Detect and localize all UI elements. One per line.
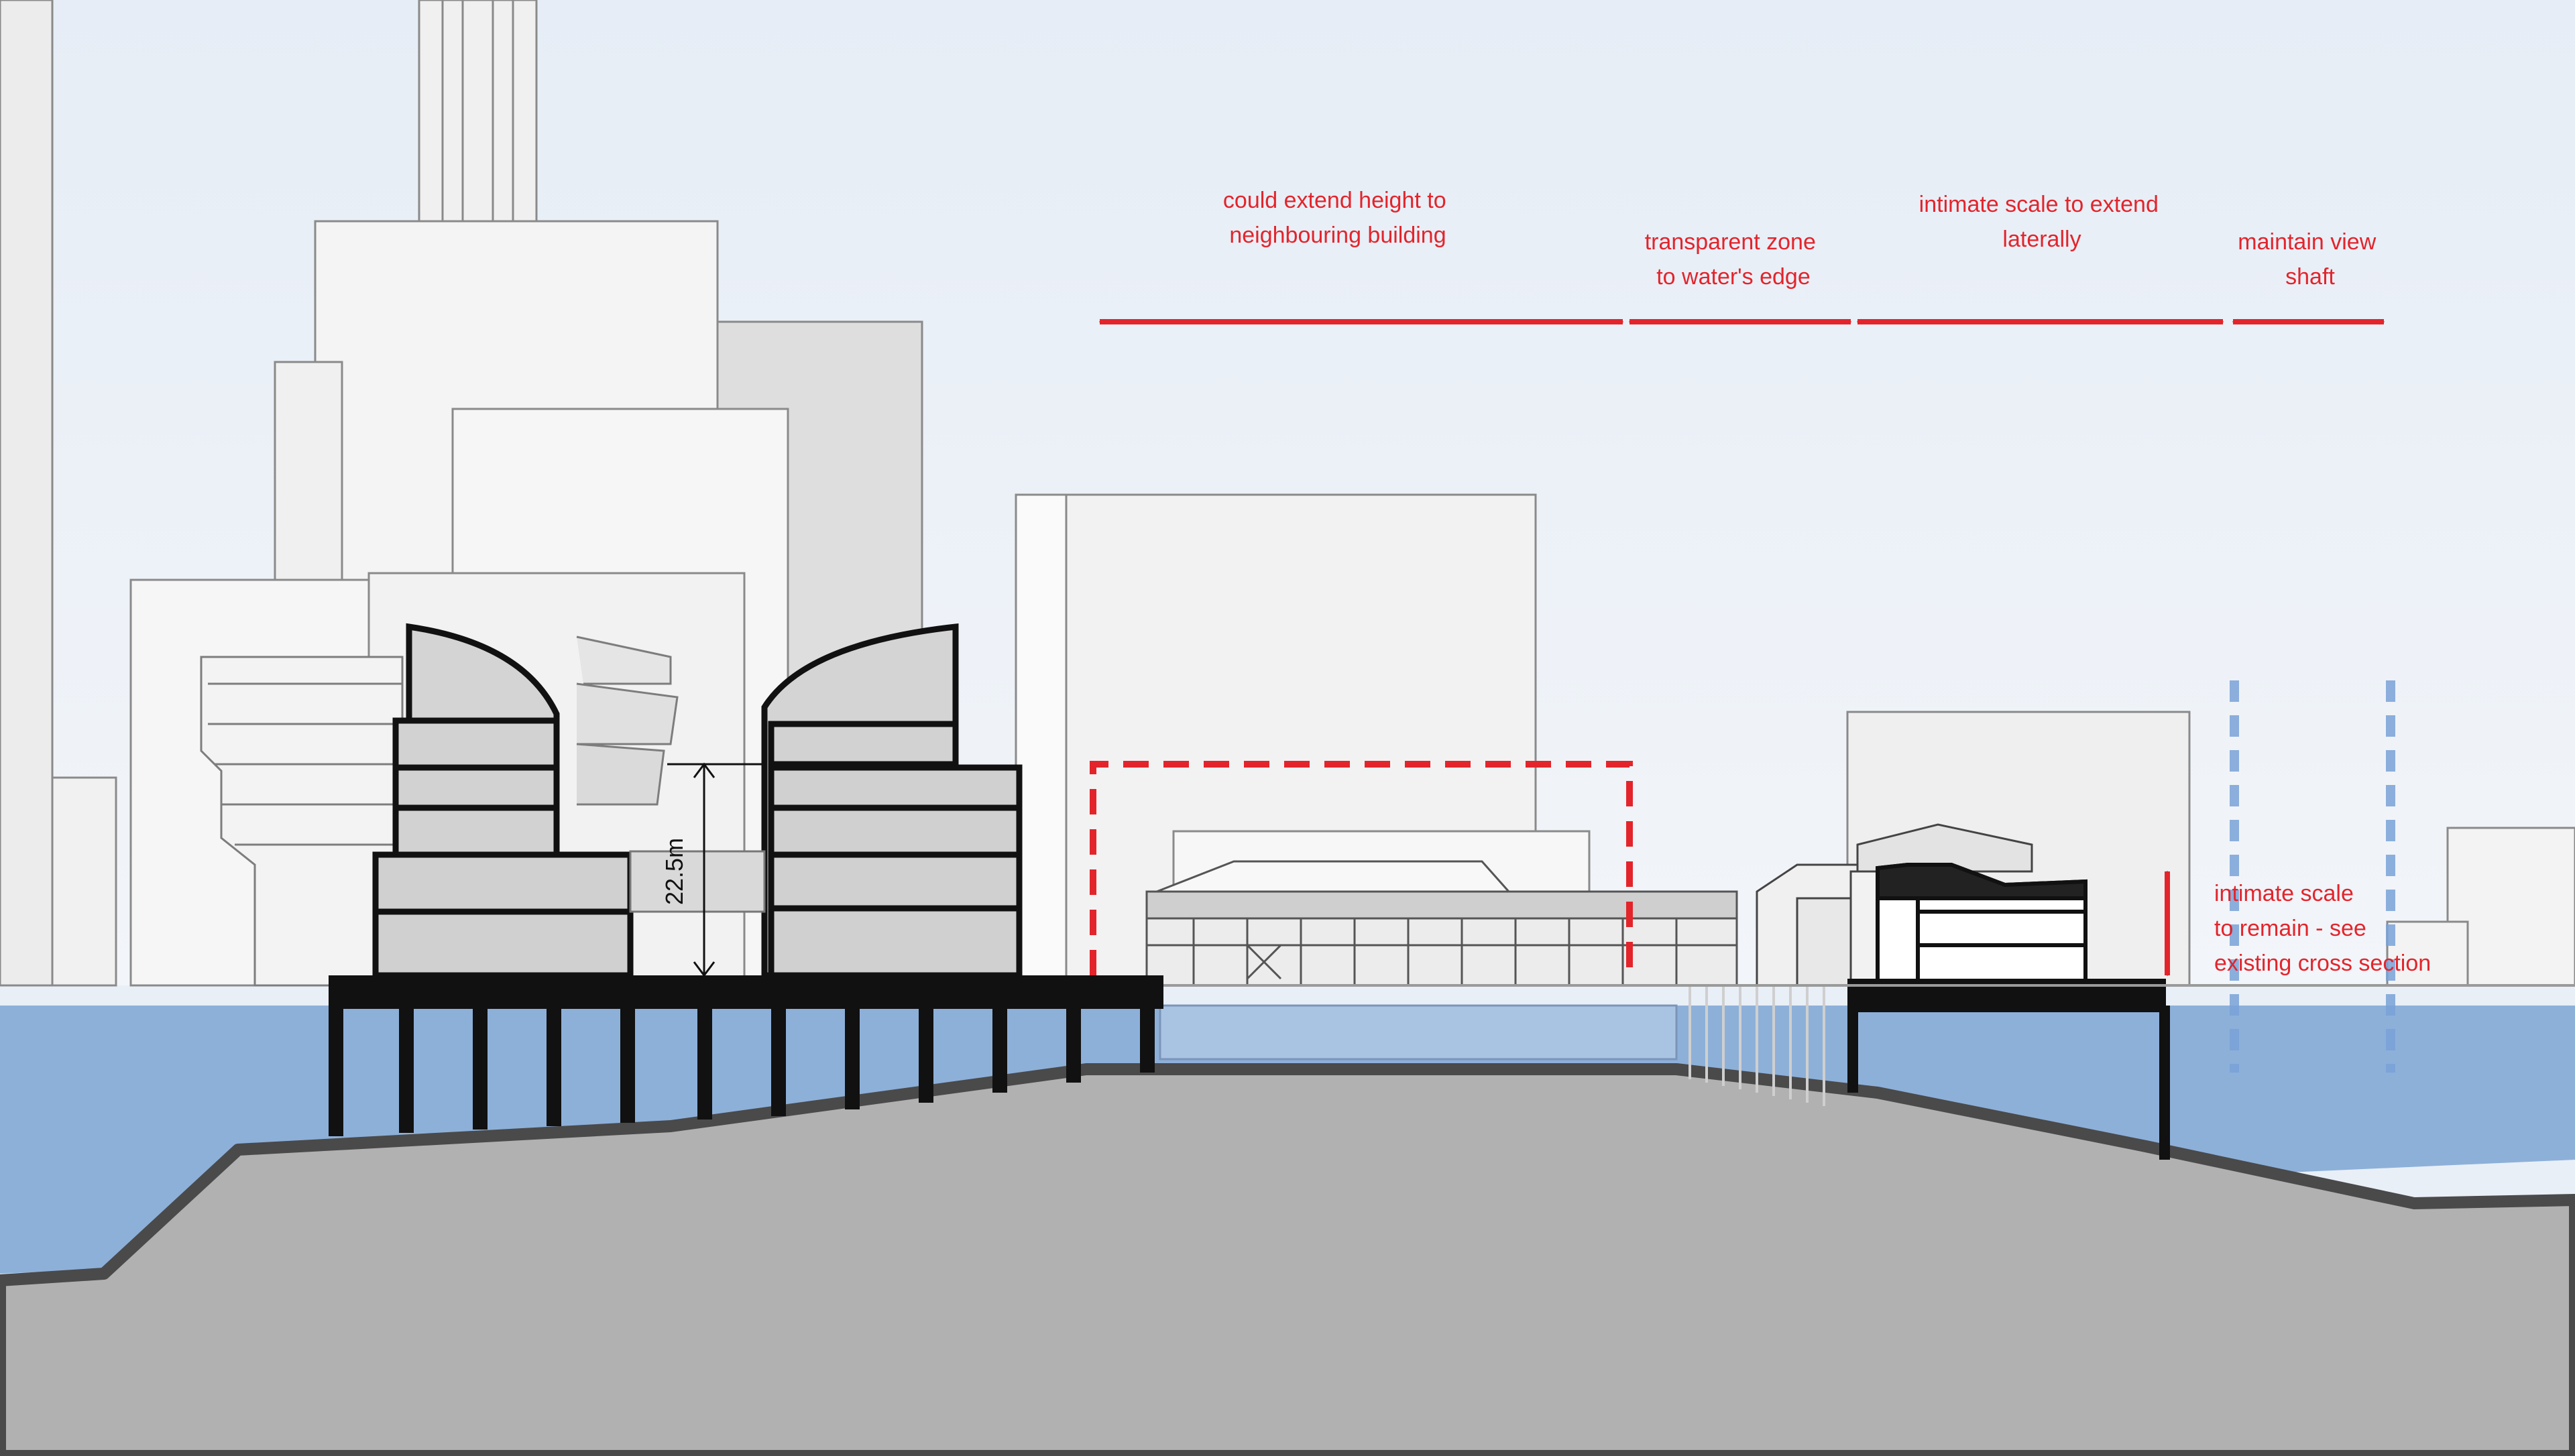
zone-arrows bbox=[1100, 322, 2384, 975]
annotation-intimate-lateral: intimate scale to extend laterally bbox=[1919, 192, 2165, 252]
potential-height-envelope bbox=[1090, 761, 1633, 975]
terminal-pavilion bbox=[1145, 860, 1738, 987]
water-under-terminal bbox=[1159, 1004, 1678, 1060]
curved-tower-left bbox=[372, 623, 634, 979]
annotation-transparent-zone: transparent zone to water's edge bbox=[1645, 229, 1823, 290]
seabed-ground bbox=[0, 1063, 2575, 1456]
stepped-balcony-building bbox=[200, 635, 679, 987]
annotation-intimate-remain: intimate scale to remain - see existing … bbox=[2214, 881, 2431, 976]
view-shaft-lines bbox=[2230, 680, 2395, 1073]
waterside-pavilion bbox=[1876, 863, 2087, 984]
slender-pile-group bbox=[1689, 985, 1825, 1106]
curved-tower-right bbox=[761, 623, 1023, 979]
annotation-extend-height: could extend height to neighbouring buil… bbox=[1223, 188, 1452, 248]
left-pier-structure bbox=[329, 975, 1163, 1136]
tower-link-bridge bbox=[629, 850, 766, 913]
height-dimension-label: 22.5m bbox=[661, 838, 688, 905]
annotation-view-shaft: maintain view shaft bbox=[2238, 229, 2382, 290]
